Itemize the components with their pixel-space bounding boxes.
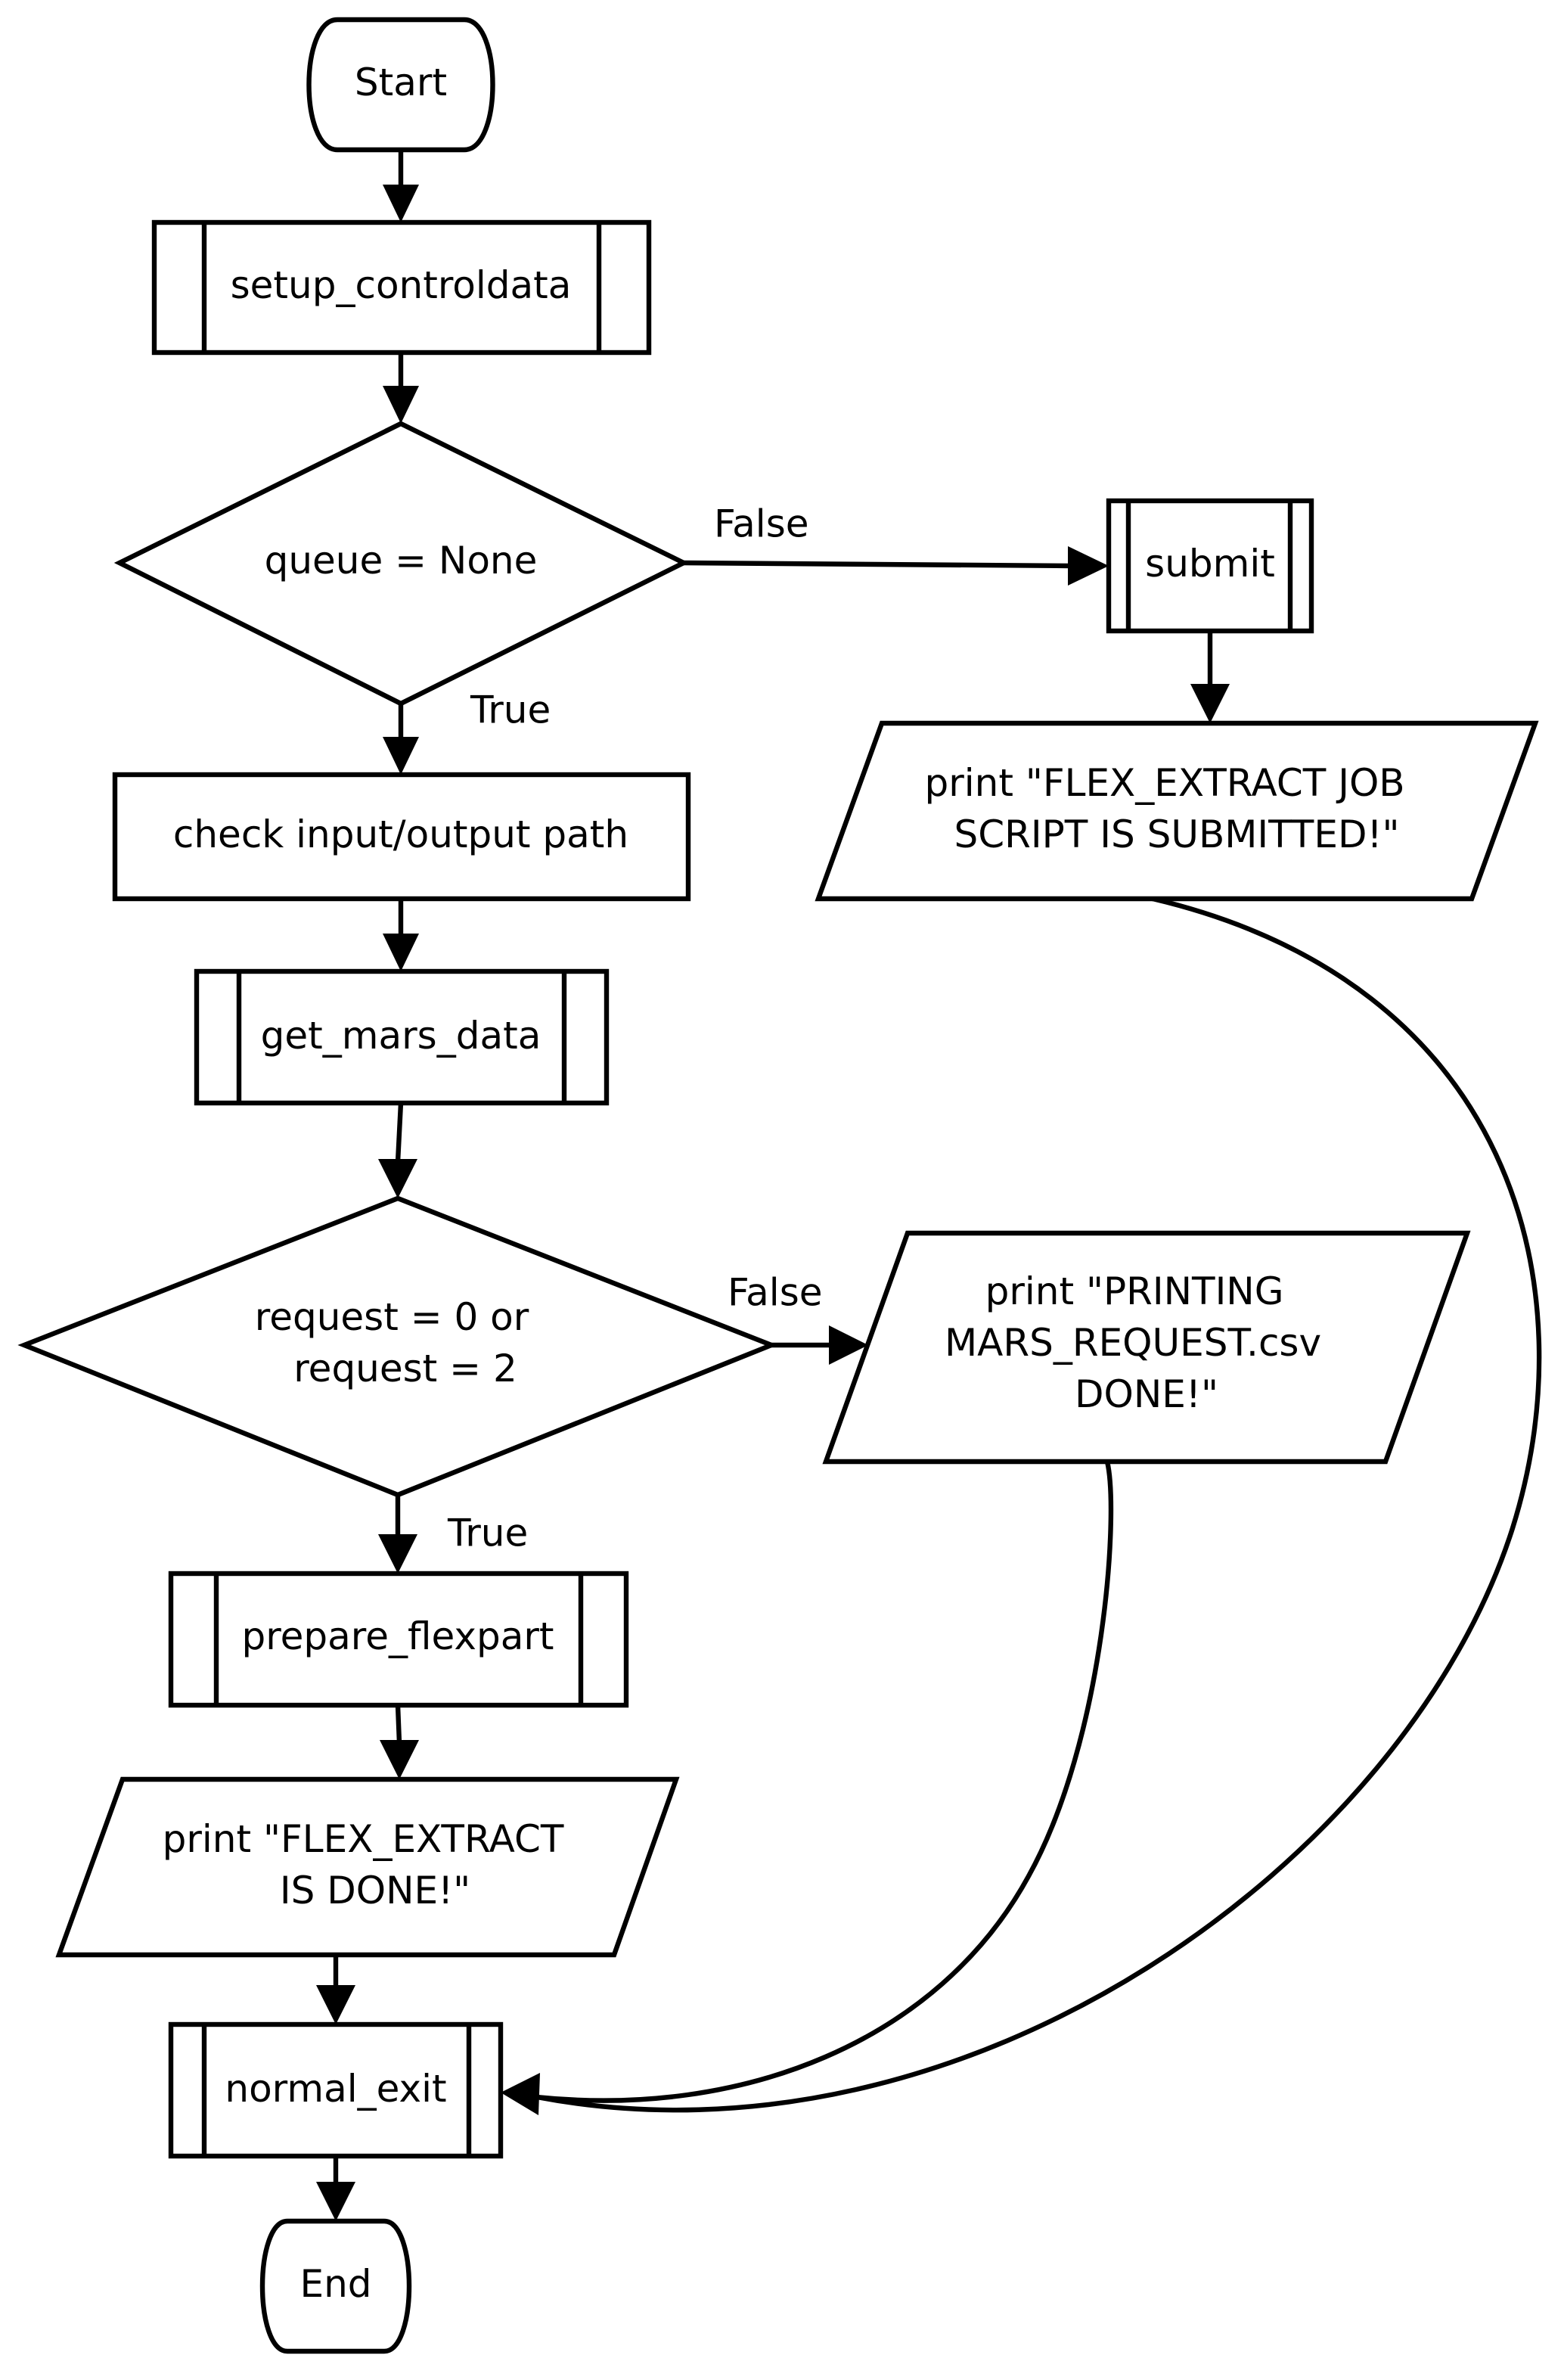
edge-start-to-setup <box>383 150 419 222</box>
arrowhead-normal-exit <box>501 2073 540 2115</box>
node-prepare-flexpart-label: prepare_flexpart <box>241 1614 554 1658</box>
node-queue-check: queue = None <box>113 421 690 707</box>
node-print-submitted-label: print "FLEX_EXTRACT JOB SCRIPT IS SUBMIT… <box>924 761 1417 856</box>
edge-label-queue-true: True <box>470 688 551 732</box>
node-print-done: print "FLEX_EXTRACT IS DONE!" <box>55 1776 680 1958</box>
edge-normal-exit-to-end <box>316 2156 355 2221</box>
edge-label-request-true: True <box>447 1512 528 1555</box>
node-request-check-label: request = 0 or request = 2 <box>255 1295 542 1390</box>
node-submit-label: submit <box>1145 542 1275 586</box>
node-end-label: End <box>299 2262 371 2306</box>
edge-queue-true-to-check-paths <box>383 704 419 775</box>
node-queue-check-label: queue = None <box>265 539 538 583</box>
edge-check-paths-to-get-mars-data <box>383 899 419 971</box>
node-normal-exit-label: normal_exit <box>225 2067 446 2111</box>
node-start-label: Start <box>355 61 447 104</box>
edge-print-submitted-to-normal-exit <box>536 896 1542 2113</box>
node-start: Start <box>306 17 495 153</box>
node-setup-controldata: setup_controldata <box>151 219 652 356</box>
edges <box>316 150 1542 2221</box>
edge-queue-false-to-submit <box>683 546 1109 586</box>
node-setup-controldata-label: setup_controldata <box>231 263 572 307</box>
edge-setup-to-queue-check <box>383 353 419 424</box>
edge-prepare-flexpart-to-print-done <box>380 1704 419 1779</box>
edge-print-done-to-normal-exit <box>316 1955 355 2024</box>
node-print-done-label: print "FLEX_EXTRACT IS DONE!" <box>163 1817 576 1912</box>
node-request-check: request = 0 or request = 2 <box>17 1195 778 1498</box>
node-end: End <box>259 2218 412 2354</box>
edge-label-request-false: False <box>728 1271 823 1315</box>
edge-request-true-to-prepare-flexpart <box>378 1495 417 1574</box>
node-check-paths: check input/output path <box>112 772 691 902</box>
node-print-mars-request-label: print "PRINTING MARS_REQUEST.csv DONE!" <box>945 1269 1333 1416</box>
edge-get-mars-data-to-request-check <box>378 1102 417 1198</box>
edge-print-mars-request-to-normal-exit <box>536 1461 1114 2103</box>
node-normal-exit: normal_exit <box>168 2021 504 2159</box>
node-print-submitted: print "FLEX_EXTRACT JOB SCRIPT IS SUBMIT… <box>815 720 1539 902</box>
edge-label-queue-false: False <box>714 502 809 546</box>
node-get-mars-data: get_mars_data <box>194 968 610 1106</box>
edge-submit-to-print-submitted <box>1190 631 1230 723</box>
edge-request-false-to-print-mars-request <box>771 1325 868 1365</box>
node-check-paths-label: check input/output path <box>173 812 628 856</box>
node-submit: submit <box>1106 498 1314 634</box>
node-print-mars-request: print "PRINTING MARS_REQUEST.csv DONE!" <box>822 1230 1471 1465</box>
node-get-mars-data-label: get_mars_data <box>261 1014 542 1058</box>
node-prepare-flexpart: prepare_flexpart <box>168 1571 629 1708</box>
